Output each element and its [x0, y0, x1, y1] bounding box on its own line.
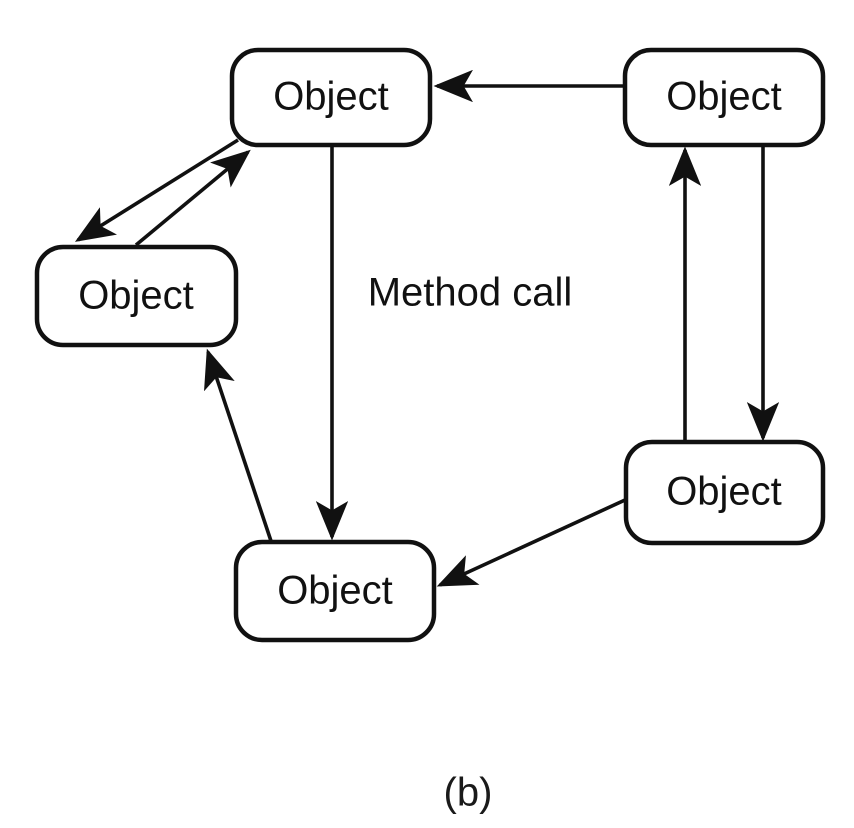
figure-caption: (b): [444, 771, 493, 815]
edge-left-to-top-left: [134, 149, 251, 247]
edge-bottom-to-left: [204, 348, 274, 545]
edge-label-layer: Method call: [368, 271, 573, 315]
edge-layer: [74, 69, 780, 587]
node-label: Object: [666, 470, 782, 514]
node-object-top-right[interactable]: Object: [622, 47, 826, 148]
edge-line: [204, 348, 274, 545]
edge-bottom-right-to-bottom: [436, 498, 626, 587]
node-object-bottom-right[interactable]: Object: [623, 439, 826, 546]
node-label: Object: [277, 569, 393, 613]
edge-line: [436, 498, 626, 587]
node-object-bottom[interactable]: Object: [233, 539, 437, 643]
node-box[interactable]: [623, 439, 826, 546]
node-box[interactable]: [233, 539, 437, 643]
node-label: Object: [273, 75, 389, 119]
node-layer: Object Object Object Object Object: [34, 47, 826, 643]
node-box[interactable]: [622, 47, 826, 148]
edge-label-method-call: Method call: [368, 271, 573, 315]
node-label: Object: [666, 75, 782, 119]
node-label: Object: [78, 274, 194, 318]
node-box[interactable]: [229, 47, 433, 148]
node-object-left[interactable]: Object: [34, 244, 239, 348]
edge-line: [134, 149, 251, 247]
node-box[interactable]: [34, 244, 239, 348]
node-object-top-left[interactable]: Object: [229, 47, 433, 148]
